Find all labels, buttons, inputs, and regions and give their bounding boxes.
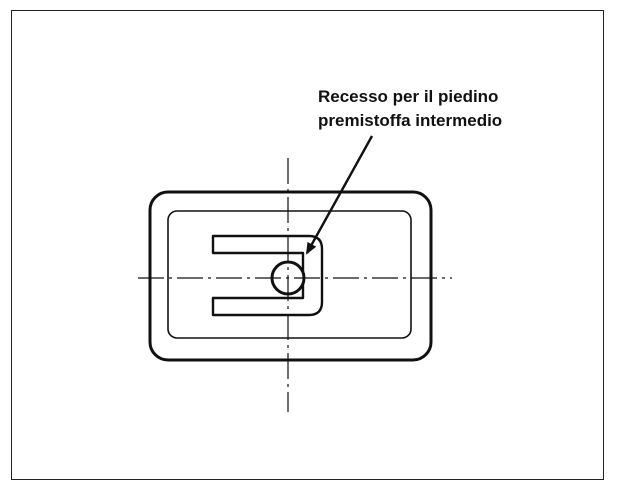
callout-line-2: premistoffa intermedio xyxy=(318,111,503,130)
plate-outer-outline xyxy=(148,190,433,362)
callout-line-1: Recesso per il piedino xyxy=(318,87,499,106)
callout-label: Recesso per il piedino premistoffa inter… xyxy=(318,85,502,133)
callout-leader-arrow xyxy=(305,135,374,255)
plate-inner-outline xyxy=(167,210,412,339)
foot-recess-slot xyxy=(211,234,324,317)
